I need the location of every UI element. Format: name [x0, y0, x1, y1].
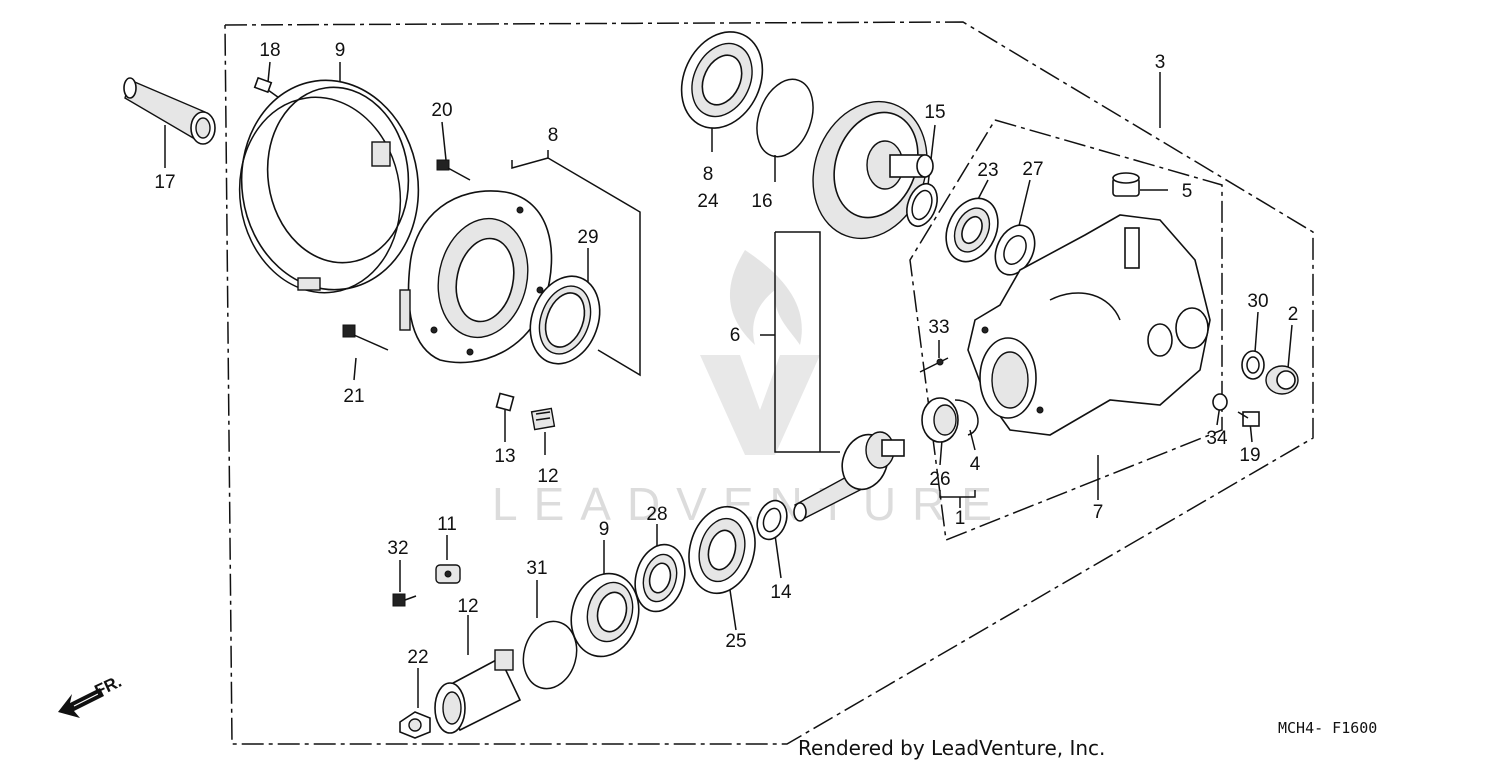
callout-34: 33 [928, 317, 949, 338]
callout-24: 23 [977, 160, 998, 181]
part-32-o-ring [522, 620, 578, 690]
part-24-bearing [945, 197, 999, 263]
part-12-joint [434, 649, 522, 734]
callout-14: 13 [494, 446, 515, 467]
callout-11: 11 [437, 514, 457, 535]
callout-5: 5 [1182, 181, 1193, 202]
part-21-bolt [436, 159, 471, 181]
callout-31: 30 [1247, 291, 1268, 312]
callout-6: 6 [730, 325, 741, 346]
part-23-nut [399, 711, 431, 739]
callout-23: 22 [407, 647, 428, 668]
part-13-spring [530, 407, 556, 431]
part-10-lock-nut [570, 572, 640, 658]
part-29-oil-seal [634, 543, 686, 613]
part-2-plug [1265, 365, 1299, 395]
part-20-bolt [1237, 411, 1260, 427]
callout-18: 17 [154, 172, 175, 193]
callout-1: 1 [955, 508, 966, 529]
callout-20: 19 [1239, 445, 1260, 466]
part-16-shim [906, 182, 938, 228]
callout-15: 14 [770, 582, 792, 603]
callout-7: 7 [1093, 502, 1104, 523]
part-35-washer [1212, 393, 1228, 411]
callout-9: 9 [335, 40, 346, 61]
callout-28: 27 [1022, 159, 1043, 180]
part-25-bearing [680, 31, 764, 129]
part-9-ring-cover [238, 79, 420, 294]
part-28-oil-seal [994, 224, 1036, 276]
part-17-snap-ring [756, 78, 814, 158]
callout-12: 12 [457, 596, 478, 617]
callout-8-right: 8 [703, 164, 714, 185]
callout-17: 16 [751, 191, 772, 212]
callout-29: 28 [646, 504, 667, 525]
part-30-oil-seal [529, 275, 601, 365]
callout-33: 32 [387, 538, 408, 559]
diagram-code: MCH4- F1600 [1278, 719, 1377, 737]
callout-4: 4 [970, 454, 981, 475]
part-6-pinion-gear [793, 431, 905, 522]
part-18-pipe [123, 77, 216, 145]
callout-19: 18 [259, 40, 280, 61]
callout-8-left: 8 [548, 125, 559, 146]
part-5-cap [1112, 172, 1140, 197]
part-22-bolt [342, 324, 389, 351]
part-4-snap-ring [954, 399, 979, 436]
callout-30: 29 [577, 227, 598, 248]
callout-26: 25 [725, 631, 746, 652]
callout-27: 26 [929, 469, 950, 490]
part-6-ring-gear [812, 100, 934, 240]
callout-32: 31 [526, 558, 547, 579]
callout-22: 21 [343, 386, 364, 407]
callout-10: 9 [599, 519, 610, 540]
part-11-stopper [435, 564, 461, 584]
part-27-needle-bearing [921, 397, 959, 443]
callout-labels: 3 9 18 17 20 8 29 21 13 12 8 24 16 15 23… [154, 40, 1298, 668]
callout-16: 15 [924, 102, 945, 123]
callout-2: 2 [1288, 304, 1299, 325]
part-8-seal-plate [399, 190, 553, 364]
part-15-shim [756, 499, 788, 541]
callout-3: 3 [1155, 52, 1166, 73]
part-31-washer [1241, 350, 1265, 380]
credit-line: Rendered by LeadVenture, Inc. [798, 736, 1105, 760]
callout-25: 24 [697, 191, 719, 212]
part-26-bearing [688, 505, 756, 595]
callout-13: 12 [537, 466, 558, 487]
part-33-bolt [392, 593, 417, 607]
part-34-stud [919, 357, 949, 373]
assembly-outlines [224, 21, 1314, 745]
callout-21: 20 [431, 100, 452, 121]
part-14-nut [495, 392, 515, 412]
front-direction-marker: FR. [58, 672, 125, 718]
part-7-gear-case [967, 214, 1211, 436]
callout-35: 34 [1206, 428, 1228, 449]
